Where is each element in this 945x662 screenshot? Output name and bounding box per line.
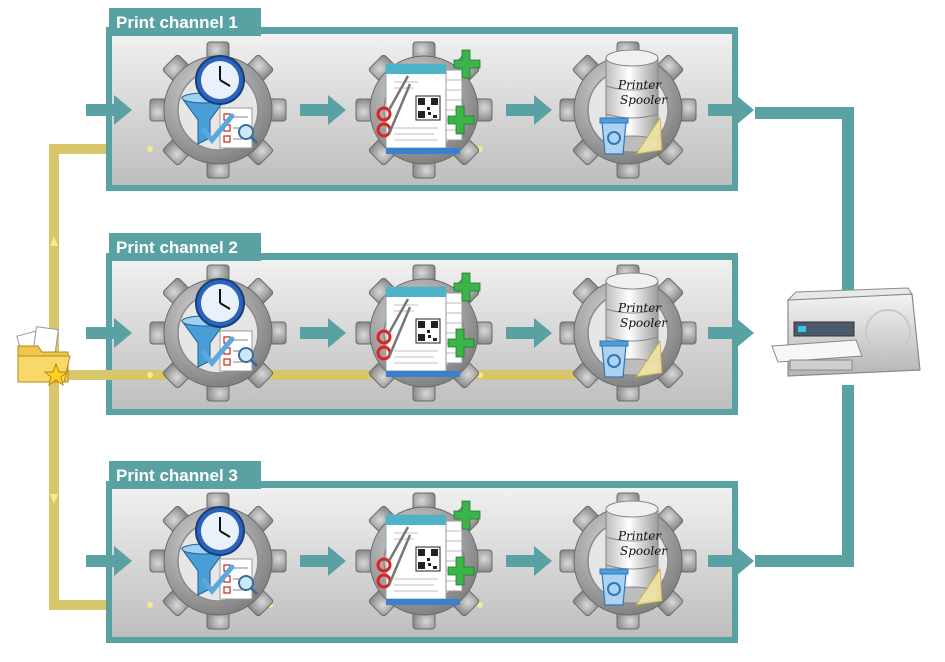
printer-spooler-database-icon <box>560 493 696 629</box>
printer-spooler-database-icon <box>560 265 696 401</box>
clock-filter-checklist-icon <box>150 42 286 178</box>
channel-1-label: Print channel 1 <box>116 13 238 32</box>
document-edit-icon <box>356 265 492 401</box>
clock-filter-checklist-icon <box>150 265 286 401</box>
spooler-labels: Printer Spooler Printer Spooler Printer … <box>617 78 668 558</box>
channel-2-label: Print channel 2 <box>116 238 238 257</box>
spooler-label-line1: Printer <box>617 78 662 92</box>
spooler-label-line1: Printer <box>617 301 662 315</box>
spooler-label-line2: Spooler <box>620 93 668 107</box>
channel-3-stages <box>150 493 696 629</box>
channel-1-stages <box>150 42 696 178</box>
document-folder-star-icon <box>16 326 71 387</box>
channel-2-stages <box>150 265 696 401</box>
spooler-label-line2: Spooler <box>620 544 668 558</box>
spooler-label-line1: Printer <box>617 529 662 543</box>
printer-spooler-database-icon <box>560 42 696 178</box>
document-edit-icon <box>356 42 492 178</box>
teal-output-connectors <box>755 107 854 567</box>
clock-filter-checklist-icon <box>150 493 286 629</box>
spooler-label-line2: Spooler <box>620 316 668 330</box>
printer-icon <box>771 287 921 377</box>
channel-3-label: Print channel 3 <box>116 466 238 485</box>
document-edit-icon <box>356 493 492 629</box>
gold-feed-markers <box>50 236 58 504</box>
